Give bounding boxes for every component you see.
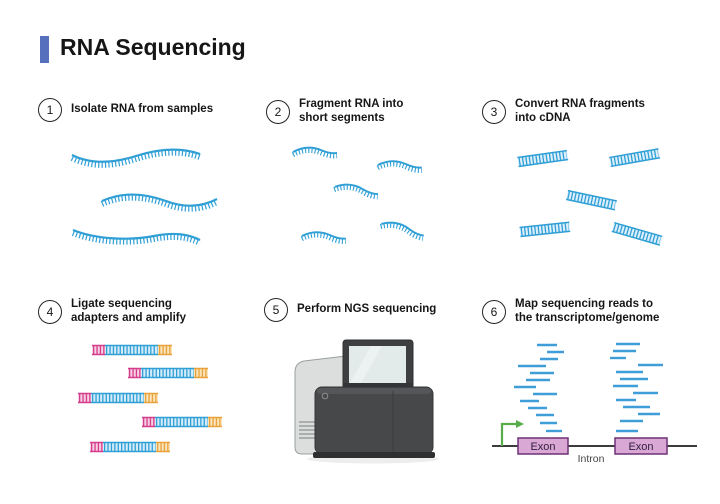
step-6-number-badge: 6 <box>482 299 506 324</box>
sequencing-reads-left <box>514 343 564 433</box>
step-2-number-badge: 2 <box>266 99 290 124</box>
rna-strands-illustration <box>70 148 219 246</box>
step-2-label-line1: Fragment RNA into <box>299 98 404 110</box>
step-5-number-badge: 5 <box>264 298 288 322</box>
panel-top-strip <box>317 388 431 394</box>
step-3-label-line1: Convert RNA fragments <box>515 98 645 110</box>
sequencing-reads-right <box>610 342 663 433</box>
adapter-ligated-fragments-illustration <box>60 335 270 465</box>
step-5-header: 5 Perform NGS sequencing <box>264 298 436 322</box>
exon-box-right <box>614 437 668 455</box>
machine-vents <box>299 421 315 439</box>
exon-left-label: Exon <box>530 441 555 453</box>
step-1-label-line1: Isolate RNA from samples <box>71 103 214 116</box>
machine-logo-icon <box>321 392 329 400</box>
monitor-screen <box>349 346 406 385</box>
cdna-fragments-illustration <box>490 135 700 260</box>
step-4-number-badge: 4 <box>38 299 62 324</box>
step-6-label: Map sequencing reads to the transcriptom… <box>515 298 659 325</box>
step-1-number-badge: 1 <box>38 98 62 122</box>
step-2-header: 2 Fragment RNA into short segments <box>266 98 403 125</box>
step-2-label-line2: short segments <box>299 111 385 124</box>
intron-label: Intron <box>578 453 605 465</box>
step-2-label: Fragment RNA into short segments <box>299 98 403 125</box>
step-3-number-badge: 3 <box>482 99 506 124</box>
exon-right-label: Exon <box>628 441 653 453</box>
step-1-label: Isolate RNA from samples <box>71 103 213 117</box>
step-4-header: 4 Ligate sequencing adapters and amplify <box>38 298 186 325</box>
page-title: RNA Sequencing <box>60 34 246 60</box>
step-1-header: 1 Isolate RNA from samples <box>38 98 213 122</box>
step-4-label-line1: Ligate sequencing <box>71 298 172 310</box>
transcription-start-arrow-icon <box>500 420 524 446</box>
step-4-label: Ligate sequencing adapters and amplify <box>71 298 186 325</box>
read-mapping-illustration: Exon Exon Intron <box>492 342 697 465</box>
rna-fragments-illustration <box>265 135 475 260</box>
machine-base <box>313 452 435 458</box>
step-5-label: Perform NGS sequencing <box>297 303 436 317</box>
step-3-label: Convert RNA fragments into cDNA <box>515 98 645 125</box>
step-6-header: 6 Map sequencing reads to the transcript… <box>482 298 659 325</box>
step-6-label-line2: the transcriptome/genome <box>515 311 660 324</box>
step-4-label-line2: adapters and amplify <box>71 311 187 324</box>
ngs-sequencer-illustration <box>294 339 439 464</box>
step-6-label-line1: Map sequencing reads to <box>515 298 654 310</box>
title-accent-bar <box>40 36 49 63</box>
step-3-header: 3 Convert RNA fragments into cDNA <box>482 98 645 125</box>
machine-front-panel <box>314 386 434 455</box>
step-3-label-line2: into cDNA <box>515 111 571 124</box>
screen-glare <box>349 346 382 385</box>
step-5-label-line1: Perform NGS sequencing <box>297 303 437 316</box>
exon-box-left <box>517 437 569 455</box>
